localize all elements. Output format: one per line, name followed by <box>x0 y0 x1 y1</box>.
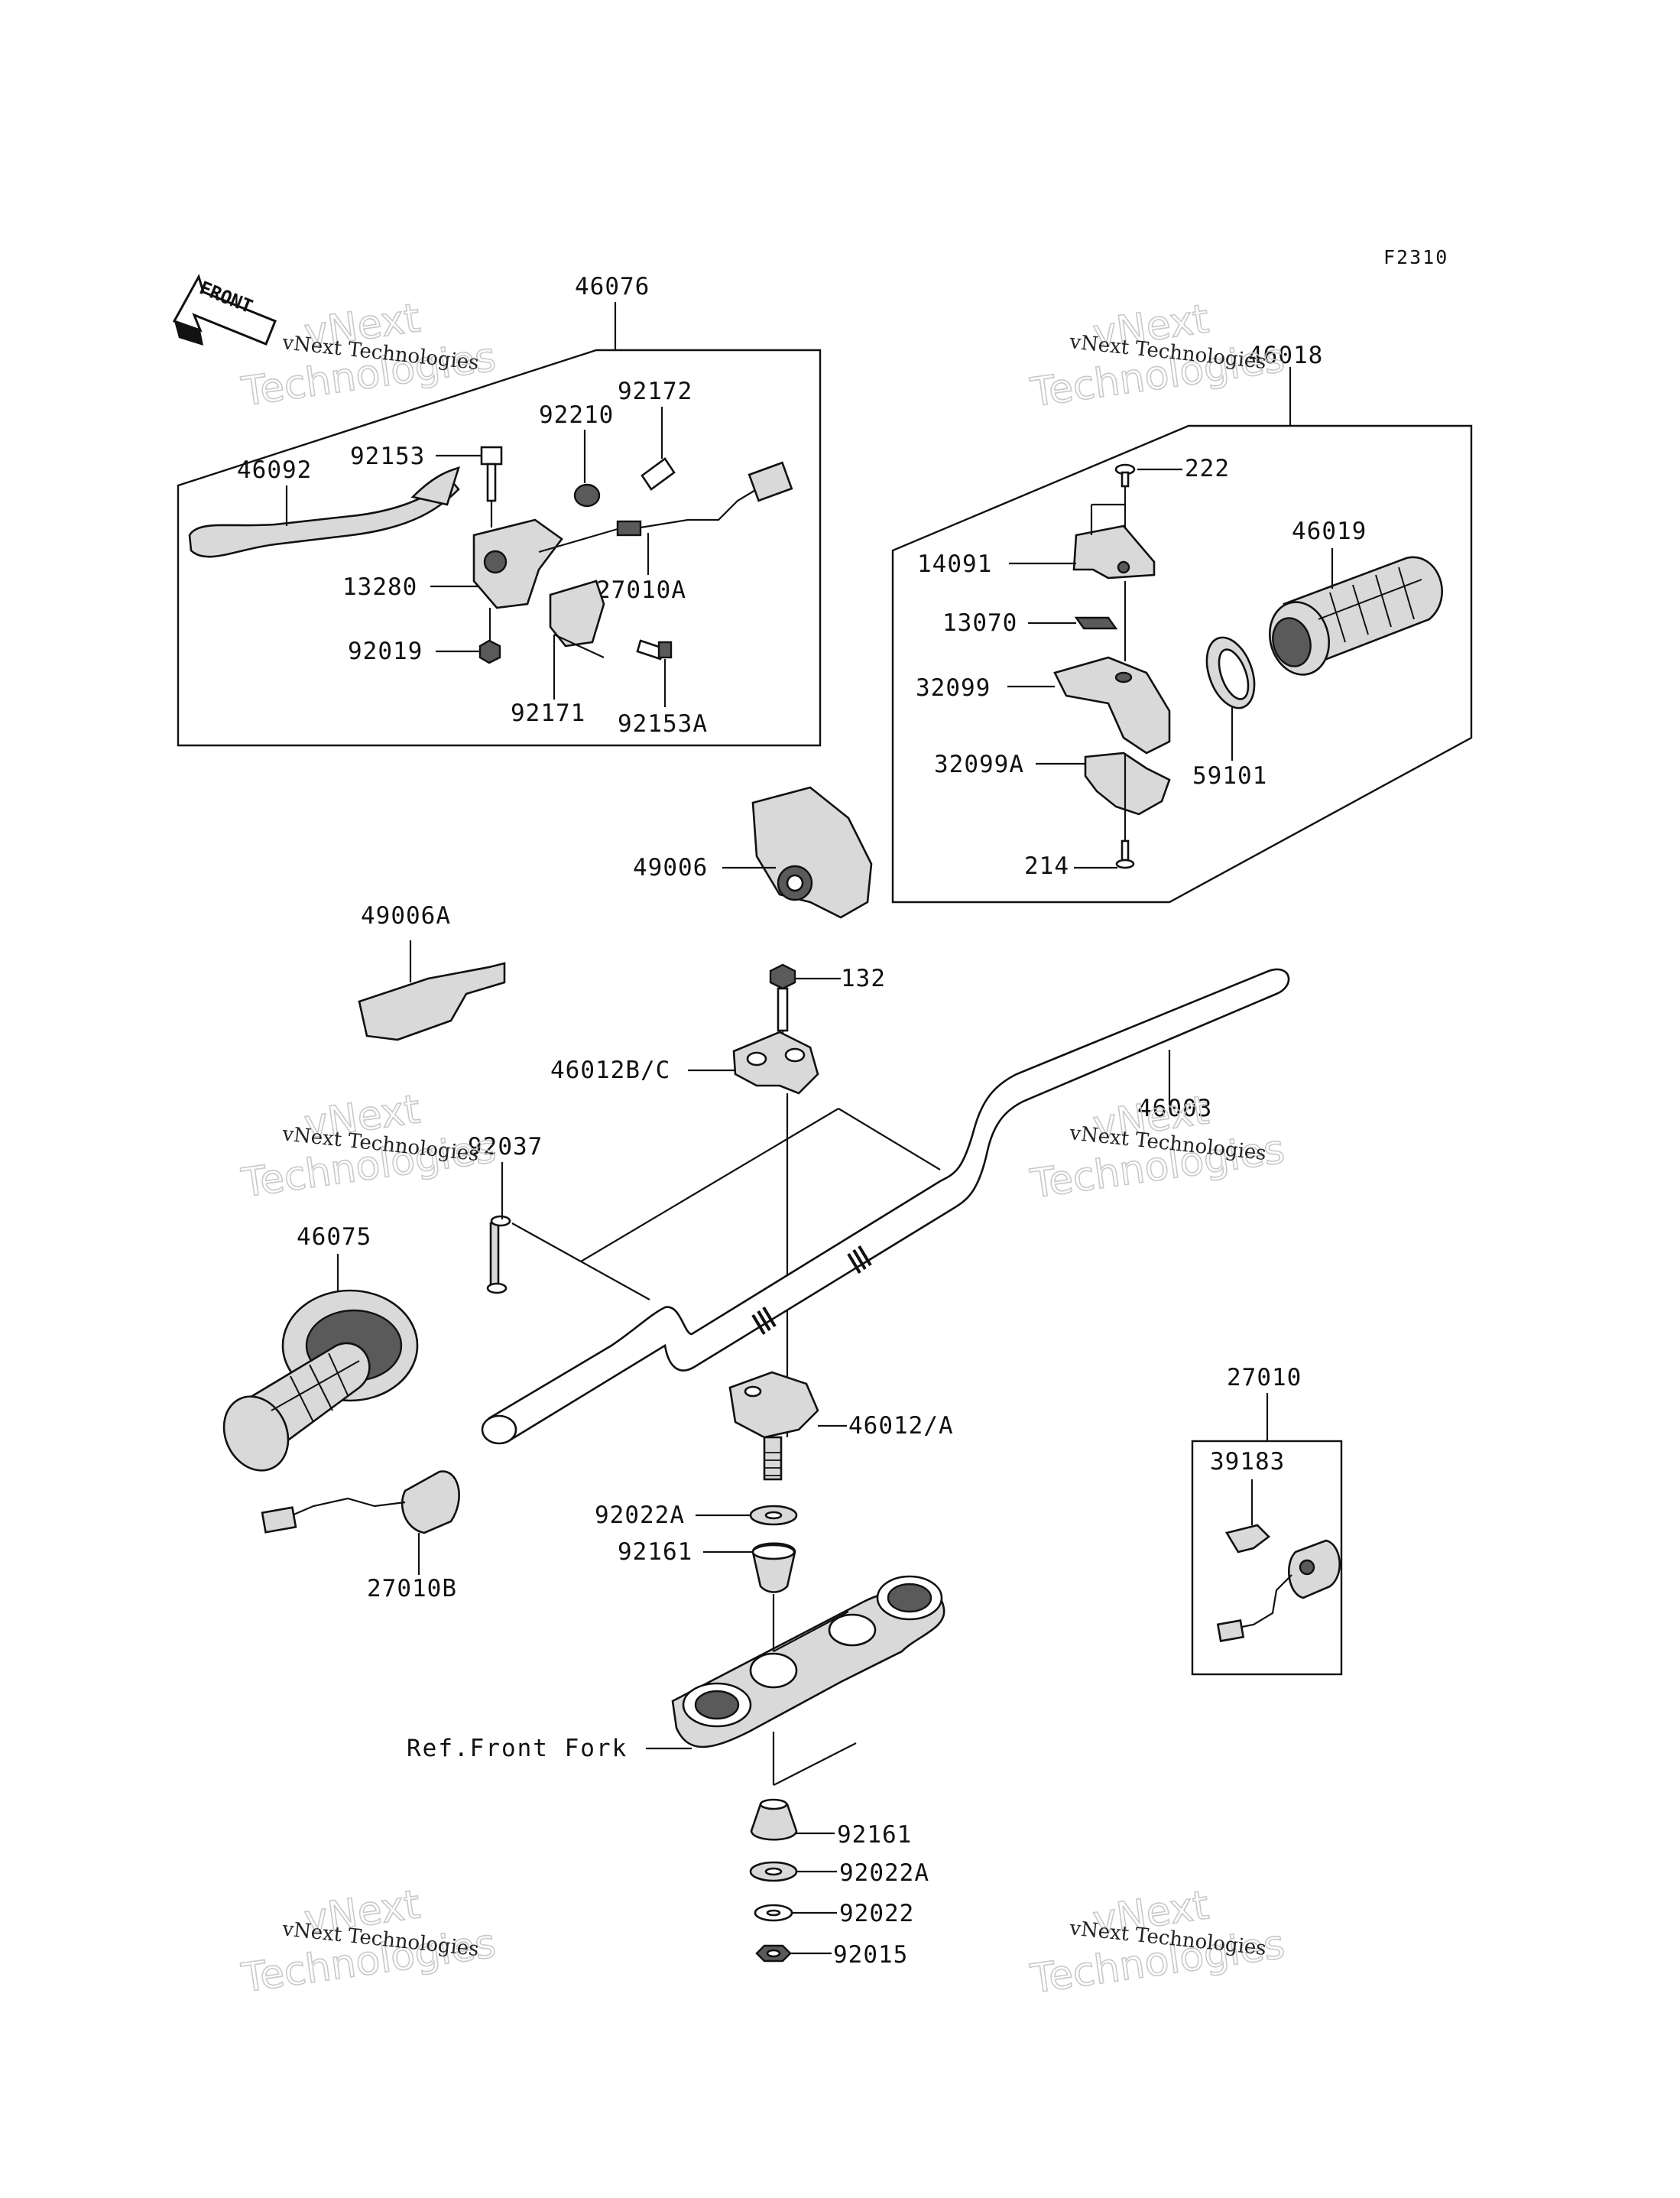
collar-59101-part <box>1205 636 1256 709</box>
label-92015: 92015 <box>833 1941 908 1969</box>
label-46018: 46018 <box>1248 342 1323 369</box>
label-46012A: 46012/A <box>848 1412 954 1440</box>
damper-92161-bottom-part <box>750 1798 798 1841</box>
bolt-132-part <box>769 963 796 1032</box>
screw-222-part <box>1114 463 1136 488</box>
cable-guide-13070-part <box>1074 616 1118 630</box>
label-222: 222 <box>1185 455 1230 482</box>
label-46019: 46019 <box>1292 518 1367 545</box>
clamp-92171-part <box>549 580 605 648</box>
label-32099A: 32099A <box>934 751 1024 778</box>
label-92153A: 92153A <box>618 710 708 738</box>
watermark-top-right: vNext Technologies vNext Technologies <box>1027 296 1289 417</box>
switch-27010B-part <box>261 1470 460 1534</box>
label-92022A-top: 92022A <box>595 1502 685 1529</box>
washer-92022A-top-part <box>749 1505 798 1526</box>
watermark-top-left: vNext Technologies vNext Technologies <box>238 294 499 416</box>
screw-214-part <box>1115 839 1135 869</box>
label-49006: 49006 <box>633 854 708 881</box>
clutch-switch-27010A-part <box>538 461 793 554</box>
label-49006A: 49006A <box>361 902 451 930</box>
handlebar-holder-46012A-part <box>728 1371 819 1481</box>
bracket-49006-part <box>751 786 873 919</box>
watermark-middle-left: vNext Technologies vNext Technologies <box>238 1086 499 1207</box>
throttle-housing-32099-part <box>1053 656 1171 755</box>
throttle-grip-46019-part <box>1268 556 1443 676</box>
figure-code: F2310 <box>1383 246 1448 268</box>
label-132: 132 <box>841 965 886 992</box>
label-92210: 92210 <box>539 401 614 429</box>
switch-39183-part <box>1216 1479 1341 1642</box>
label-14091: 14091 <box>917 550 992 578</box>
watermark-middle-right: vNext Technologies vNext Technologies <box>1027 1087 1289 1209</box>
label-32099: 32099 <box>916 674 991 702</box>
washer-92022A-bottom-part <box>749 1861 798 1882</box>
label-92153: 92153 <box>350 443 425 470</box>
screw-92172-part <box>641 457 676 491</box>
lever-holder-13280-part <box>472 518 563 609</box>
handlebar-46003-part <box>481 968 1290 1445</box>
throttle-housing-32099A-part <box>1084 752 1171 816</box>
label-92019: 92019 <box>348 638 423 665</box>
label-214: 214 <box>1024 852 1069 880</box>
clutch-lever-part <box>188 466 460 558</box>
label-46076: 46076 <box>575 273 650 300</box>
label-92022A-bottom: 92022A <box>839 1859 929 1887</box>
label-46075: 46075 <box>297 1223 371 1251</box>
label-46012BC: 46012B/C <box>550 1057 670 1084</box>
triple-clamp-part <box>671 1575 945 1748</box>
bolt-92153-part <box>480 446 503 502</box>
label-92022: 92022 <box>839 1900 914 1927</box>
cover-14091-part <box>1072 524 1156 580</box>
label-27010B: 27010B <box>367 1575 457 1602</box>
washer-92022-part <box>754 1904 793 1922</box>
watermark-bottom-left: vNext Technologies vNext Technologies <box>238 1881 499 2002</box>
label-27010A: 27010A <box>596 576 686 604</box>
label-46003: 46003 <box>1137 1095 1212 1122</box>
label-27010: 27010 <box>1227 1364 1302 1391</box>
label-92172: 92172 <box>618 378 692 405</box>
adjuster-92210-part <box>573 483 601 508</box>
handlebar-grip-46075-part <box>222 1289 419 1472</box>
reference-front-fork: Ref.Front Fork <box>407 1735 628 1762</box>
end-cap-49006A-part <box>358 962 506 1041</box>
label-92161-top: 92161 <box>618 1538 692 1566</box>
label-39183: 39183 <box>1210 1448 1285 1476</box>
handlebar-clamp-46012BC-part <box>732 1031 819 1095</box>
label-13280: 13280 <box>342 573 417 601</box>
label-59101: 59101 <box>1192 762 1267 790</box>
front-arrow-icon: FRONT <box>172 274 277 346</box>
throttle-assembly-box <box>891 424 1473 904</box>
label-92037: 92037 <box>468 1133 543 1161</box>
label-92161-bottom: 92161 <box>837 1821 912 1849</box>
watermark-bottom-right: vNext Technologies vNext Technologies <box>1027 1882 1289 2004</box>
bolt-92153A-part <box>636 639 673 661</box>
clutch-lever-assembly-box <box>177 349 822 747</box>
label-46092: 46092 <box>237 456 312 484</box>
label-13070: 13070 <box>942 609 1017 637</box>
band-92037-part <box>486 1215 511 1294</box>
nut-92015-part <box>755 1944 792 1963</box>
damper-92161-top-part <box>751 1542 796 1593</box>
label-92171: 92171 <box>511 700 585 727</box>
nut-92019-part <box>478 639 501 664</box>
